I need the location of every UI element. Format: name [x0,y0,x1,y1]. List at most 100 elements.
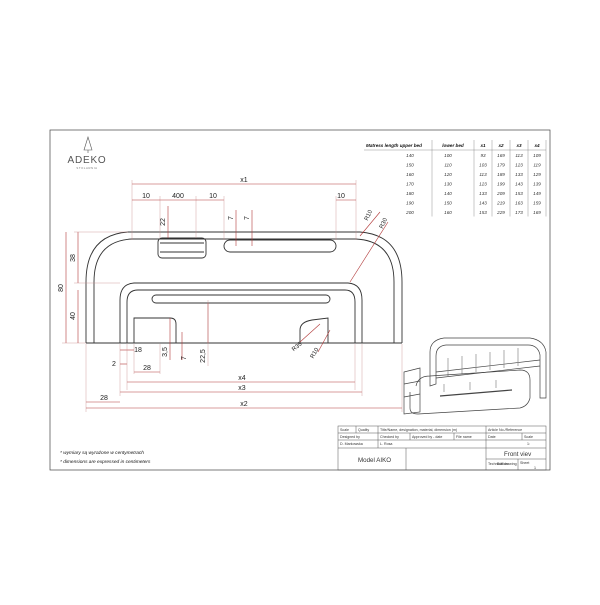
title-block: Scale Quality Title/Name, designation, m… [337,425,547,471]
dim-7b: 7 [244,216,251,220]
dim-r10-lower: R10 [310,347,321,360]
upper-bed-panel [85,231,403,343]
table-cell: 160 [444,210,452,215]
table-header-cell: Matress length upper bed [366,143,422,148]
table-header-cell: x4 [533,143,540,148]
table-cell: 120 [444,172,452,177]
dim-3-5: 3,5 [162,347,169,357]
dim-18: 18 [134,347,142,354]
dim-x4: x4 [238,375,246,382]
table-header-cell: x1 [479,143,486,148]
dim-10-middle: 10 [209,193,217,200]
note-polish: * wymiary są wyrażone w centymetrach [60,450,144,456]
dim-28-left: 28 [100,395,108,402]
dim-r30: R30 [379,217,389,230]
table-cell: 150 [406,163,414,168]
brand-name: ADEKO [67,155,106,166]
table-cell: 219 [496,201,505,206]
dim-38: 38 [70,254,77,262]
tb-checked-by: Checked by [380,435,399,439]
tb-approved-by: Approved by - date [412,435,442,439]
table-cell: 113 [515,153,523,158]
dim-7a: 7 [228,216,235,220]
tb-sheet-val: 1 [534,466,536,470]
tb-designer: D. Markowska [340,442,363,446]
table-header-cell: x3 [515,143,522,148]
dim-22-5: 22,5 [200,349,207,363]
dim-400: 400 [172,193,184,200]
table-cell: 140 [406,153,414,158]
table-cell: 173 [515,210,523,215]
bed-3d-preview [403,337,547,415]
table-cell: 119 [533,163,541,168]
tb-file-name: File name [456,435,472,439]
table-cell: 169 [533,210,541,215]
dim-80: 80 [58,284,65,292]
tb-sheet: Sheet [520,461,529,465]
dimension-lines: x1 400 10 10 10 22 7 7 R10 R30 3 [58,177,403,412]
table-header-cell: x2 [497,143,504,148]
brand-tagline: STOLARNIA [76,166,97,170]
table-cell: 113 [479,172,487,177]
tb-article: Article No./Reference [488,428,522,432]
dim-28-small: 28 [143,365,151,372]
dim-22: 22 [160,218,167,226]
dim-r10: R10 [364,209,374,222]
sheet-border [49,129,551,471]
table-cell: 130 [444,182,452,187]
dim-x2: x2 [240,401,248,408]
dim-10-right: 10 [337,193,345,200]
table-cell: 179 [497,163,505,168]
tb-technical: Technical drawing [488,462,517,466]
table-cell: 150 [444,201,452,206]
table-cell: 169 [497,153,505,158]
table-cell: 109 [533,153,541,158]
table-cell: 189 [497,172,505,177]
table-cell: 140 [444,191,452,196]
tb-scale: Scale [340,428,349,432]
lower-bed-panel [119,282,363,343]
table-cell: 153 [515,191,523,196]
dim-x3: x3 [238,385,246,392]
table-cell: 159 [533,201,541,206]
table-cell: 93 [480,153,486,158]
dim-10-left: 10 [142,193,150,200]
tb-quality: Quality [358,428,369,432]
table-cell: 123 [479,182,487,187]
adeko-logo: ADEKO STOLARNIA [67,135,106,170]
table-cell: 149 [533,191,541,196]
dim-2: 2 [112,361,116,368]
table-cell: 229 [496,210,505,215]
table-cell: 170 [406,182,414,187]
table-cell: 110 [444,163,452,168]
table-cell: 100 [444,153,452,158]
table-header-cell: lower bed [442,143,464,148]
tb-scale-val: 1: [527,442,530,446]
dim-7c: 7 [181,356,188,360]
table-cell: 103 [479,163,487,168]
table-cell: 163 [515,201,523,206]
tb-designed-by: Designed by [340,435,360,439]
table-cell: 200 [405,210,414,215]
table-cell: 123 [515,163,523,168]
tb-view: Front viev [504,451,532,458]
table-cell: 143 [479,201,487,206]
note-english: * dimensions are expressed in centimeter… [60,459,151,465]
dim-x1: x1 [240,177,248,184]
table-cell: 180 [406,191,414,196]
tb-title-name: Title/Name, designation, material, dimen… [380,428,457,432]
table-cell: 160 [406,172,414,177]
table-cell: 143 [515,182,523,187]
table-cell: 139 [533,182,541,187]
table-cell: 153 [479,210,487,215]
table-cell: 199 [497,182,505,187]
tb-checker: L. Rosa [380,442,392,446]
table-cell: 133 [515,172,523,177]
table-cell: 133 [479,191,487,196]
table-cell: 129 [533,172,541,177]
tb-model: Model AIKO [358,457,391,464]
tb-date: Date [488,435,496,439]
table-cell: 209 [496,191,505,196]
